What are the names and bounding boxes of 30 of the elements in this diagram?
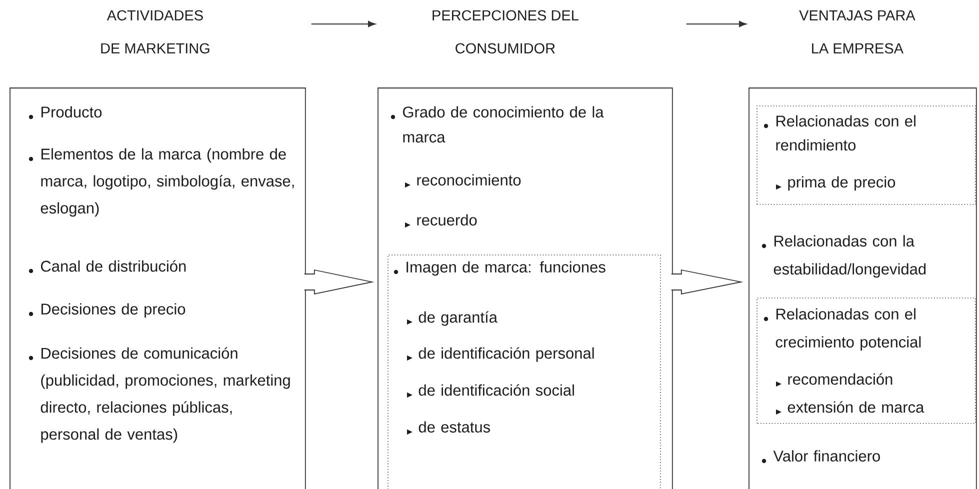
column-heading: VENTAJAS PARA LA EMPRESA (799, 10, 916, 54)
list-item: Relacionadas con la estabilidad/longevidad (762, 235, 926, 278)
group-box (756, 298, 976, 424)
list-item: Decisiones de comunicación (publicidad, promociones, marketing directo, relaciones públicas, personal de ventas) (28, 347, 290, 443)
column-heading: ACTIVIDADES DE MARKETING (101, 10, 210, 54)
sub-item: de identificación social (407, 384, 574, 398)
list-item: Imagen de marca: funciones (394, 261, 606, 276)
list-item: Relacionadas con el crecimiento potencial (764, 308, 921, 351)
list-item: Decisiones de precio (28, 303, 186, 318)
list-item: Canal de distribución (28, 260, 186, 274)
arrow (686, 20, 746, 28)
group-box (756, 106, 976, 205)
list-item: Valor financiero (762, 450, 880, 464)
sub-item: recomendación (776, 373, 892, 387)
sub-item: extensión de marca (776, 401, 924, 415)
sub-item: de garantía (407, 311, 498, 326)
column-heading: PERCEPCIONES DEL CONSUMIDOR (432, 10, 578, 54)
group-box (388, 254, 661, 489)
sub-item: de estatus (407, 421, 490, 435)
list-item: Producto (28, 106, 102, 120)
list-item: Grado de conocimiento de la marca (390, 106, 604, 143)
list-item: Elementos de la marca (nombre de marca, logotipo, simbología, envase, eslogan) (28, 148, 294, 217)
arrow (310, 20, 376, 28)
sub-item: reconocimiento (405, 174, 521, 188)
list-item: Relacionadas con el rendimiento (764, 115, 916, 151)
sub-item: recuerdo (405, 214, 477, 228)
sub-item: de identificación personal (407, 347, 594, 362)
block-arrow (304, 269, 374, 295)
sub-item: prima de precio (776, 176, 896, 191)
block-arrow (670, 269, 744, 295)
